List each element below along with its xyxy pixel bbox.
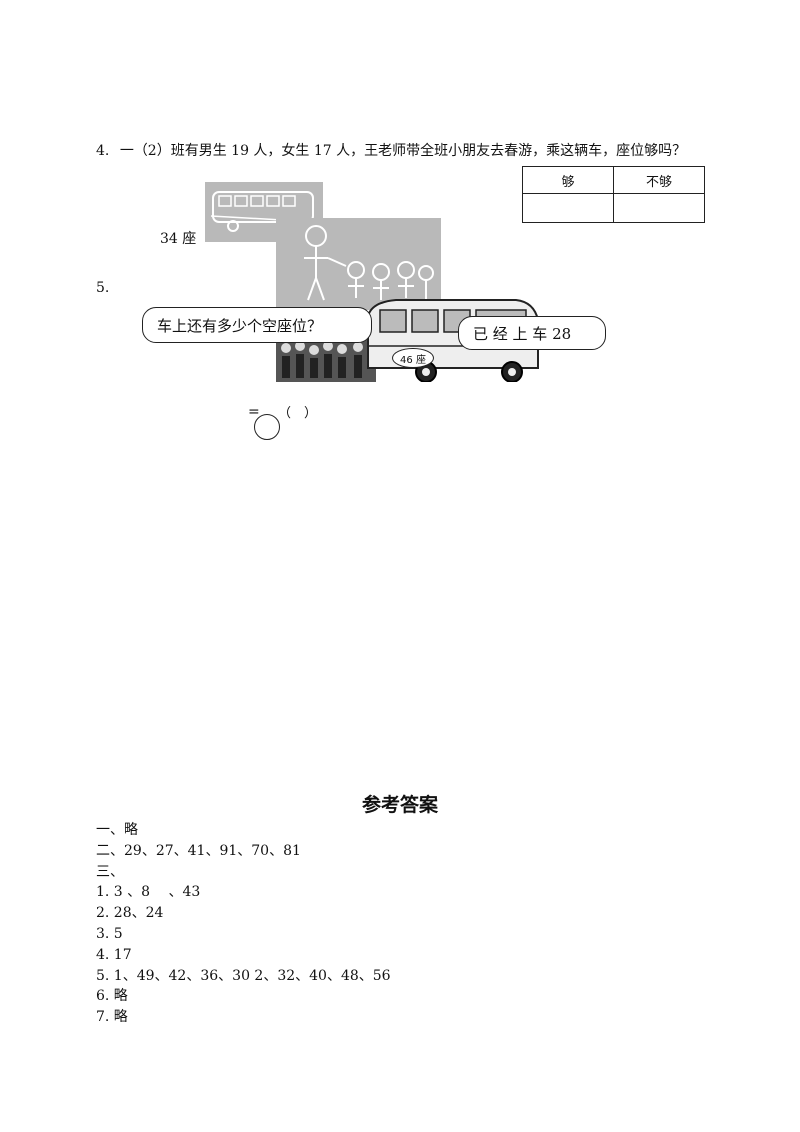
answer-line: 3. 5 (96, 925, 123, 942)
answer-cell-not-enough[interactable] (613, 193, 705, 223)
question-4-number: 4. (96, 143, 110, 159)
answer-line: 2. 28、24 (96, 905, 164, 922)
answer-table-header-not-enough: 不够 (613, 166, 705, 194)
bus-sign: 46 座 (392, 348, 434, 368)
answer-table-blank-row (522, 193, 705, 223)
bubble-boarded: 已 经 上 车 28 (458, 316, 606, 350)
equation-equals: = (248, 404, 260, 420)
question-4-line: 4. 一（2）班有男生 19 人，女生 17 人，王老师带全班小朋友去春游，乘这… (96, 140, 686, 160)
answers-title: 参考答案 (361, 794, 438, 816)
bubble-boarded-text: 已 经 上 车 28 (473, 324, 572, 343)
equation-paren-blank[interactable]: （ ） (278, 406, 318, 421)
answer-cell-enough[interactable] (522, 193, 614, 223)
question-4-text: 一（2）班有男生 19 人，女生 17 人，王老师带全班小朋友去春游，乘这辆车，… (119, 143, 687, 159)
answer-line: 一、略 (96, 822, 138, 838)
answer-line: 7. 略 (96, 1009, 128, 1026)
bus-seat-label: 34 座 (160, 231, 197, 247)
answer-line: 5. 1、49、42、36、30 2、32、40、48、56 (96, 967, 391, 984)
answer-line: 三、 (96, 863, 124, 880)
answers-list: 一、略 二、29、27、41、91、70、81 三、 1. 3 、8 、43 2… (96, 820, 391, 1028)
answer-table-header-enough: 够 (522, 166, 614, 194)
answer-table-header-row: 够 不够 (522, 166, 705, 194)
answer-line: 4. 17 (96, 946, 132, 963)
bubble-empty-seats-text: 车上还有多少个空座位？ (157, 316, 323, 335)
answer-table: 够 不够 (522, 166, 705, 223)
answer-line: 二、29、27、41、91、70、81 (96, 842, 301, 859)
bubble-empty-seats: 车上还有多少个空座位？ (142, 307, 372, 343)
teacher-children-image (276, 218, 441, 310)
question-5-number: 5. (96, 280, 110, 296)
answer-line: 1. 3 、8 、43 (96, 884, 201, 901)
answer-circle-blank[interactable] (254, 414, 280, 440)
answer-line: 6. 略 (96, 988, 128, 1005)
